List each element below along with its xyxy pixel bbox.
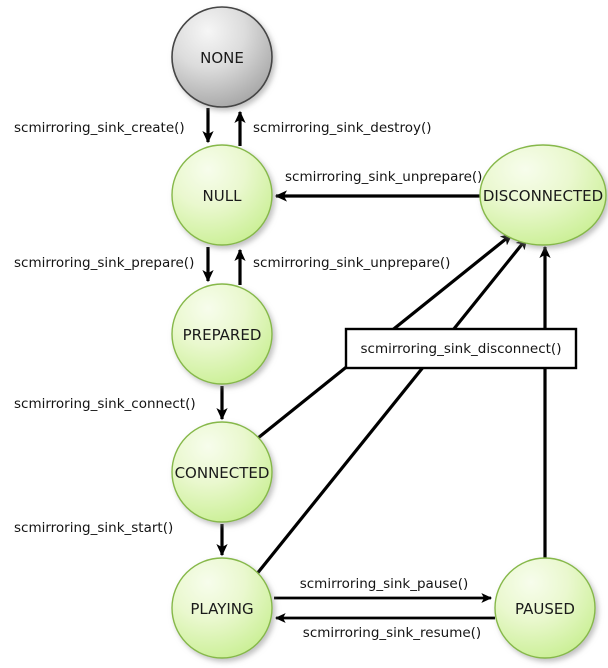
edge-label-unprepare-prepared: scmirroring_sink_unprepare(): [253, 255, 450, 271]
edge-label-pause: scmirroring_sink_pause(): [300, 576, 469, 592]
disconnect-callout-box: [344, 327, 578, 370]
edge-label-resume: scmirroring_sink_resume(): [303, 625, 481, 641]
edge-label-unprepare-disconnected: scmirroring_sink_unprepare(): [285, 169, 482, 185]
nodes-layer: NONE NULL DISCONNECTED PREPARED CONNECTE…: [171, 6, 607, 659]
node-connected[interactable]: CONNECTED: [171, 421, 273, 523]
edge-label-start: scmirroring_sink_start(): [14, 520, 173, 536]
node-paused[interactable]: PAUSED: [494, 557, 596, 659]
node-paused-label: PAUSED: [515, 600, 575, 618]
node-none[interactable]: NONE: [171, 6, 273, 108]
edge-label-prepare: scmirroring_sink_prepare(): [14, 255, 194, 271]
edges-layer: [202, 108, 551, 623]
disconnect-callout-label: scmirroring_sink_disconnect(): [361, 341, 562, 357]
node-disconnected-shape: [479, 144, 607, 246]
edge-disconnect-from-playing: [254, 236, 529, 577]
edge-label-connect: scmirroring_sink_connect(): [14, 396, 196, 412]
node-playing-label: PLAYING: [190, 600, 253, 618]
node-disconnected-label: DISCONNECTED: [483, 187, 603, 205]
node-null-label: NULL: [203, 187, 243, 205]
node-prepared-label: PREPARED: [183, 326, 262, 344]
edge-label-destroy: scmirroring_sink_destroy(): [253, 120, 432, 136]
node-disconnected[interactable]: DISCONNECTED: [479, 144, 607, 246]
node-connected-shape: [171, 421, 273, 523]
node-prepared[interactable]: PREPARED: [171, 283, 273, 385]
disconnect-callout: scmirroring_sink_disconnect(): [344, 327, 578, 370]
node-null-shape: [171, 144, 273, 246]
edge-label-create: scmirroring_sink_create(): [14, 120, 185, 136]
node-prepared-shape: [171, 283, 273, 385]
node-playing[interactable]: PLAYING: [171, 557, 273, 659]
node-none-shape: [171, 6, 273, 108]
node-connected-label: CONNECTED: [175, 464, 270, 482]
node-none-label: NONE: [200, 49, 244, 67]
node-paused-shape: [494, 557, 596, 659]
node-playing-shape: [171, 557, 273, 659]
node-null[interactable]: NULL: [171, 144, 273, 246]
edge-labels-layer: scmirroring_sink_create() scmirroring_si…: [14, 120, 482, 641]
